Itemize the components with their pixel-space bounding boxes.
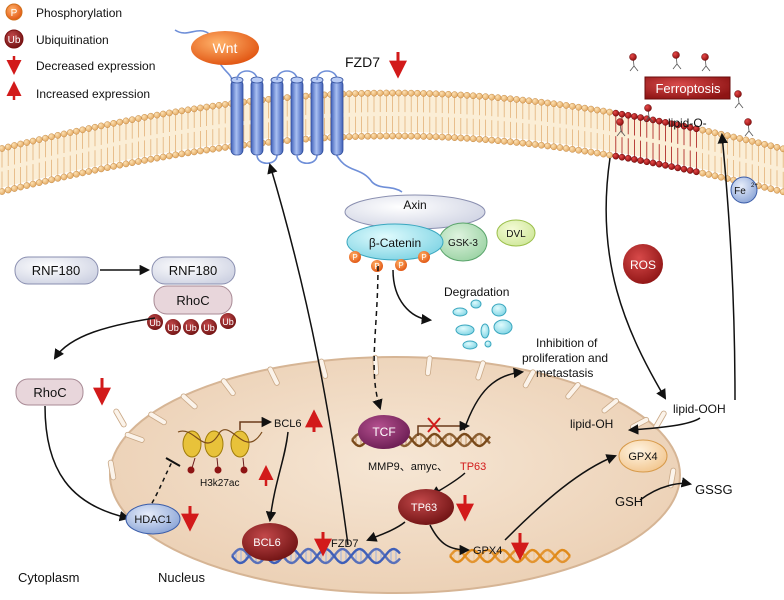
ubiquitin-icon	[4, 29, 24, 49]
fzd7-to-receptor-arrow	[267, 162, 349, 546]
gpx4-label: GPX4	[628, 451, 657, 463]
legend-ubiquitination: Ubiquitination	[36, 33, 109, 47]
inhibition-line-2: proliferation and	[522, 351, 608, 365]
iron-charge: 2+	[751, 183, 758, 189]
axin-label: Axin	[403, 198, 426, 212]
membrane-to-lipid-ooh-arrow	[605, 157, 667, 400]
tcf-label: TCF	[372, 425, 395, 439]
gsk3-label: GSK-3	[448, 238, 478, 249]
beta-catenin-protein	[346, 223, 444, 261]
cytoplasm-label: Cytoplasm	[18, 570, 79, 585]
gpx4-gene-label: GPX4	[473, 545, 502, 557]
dvl-protein	[496, 219, 536, 247]
tcf-protein	[358, 415, 410, 449]
tcf-target-tp63-label: TP63	[460, 461, 486, 473]
gsh-to-gssg-arrow	[639, 477, 693, 501]
svg-text:P: P	[374, 262, 379, 271]
degradation-fragments	[452, 299, 513, 350]
lipid-ooh-to-lipid-oh-arrow	[627, 417, 701, 435]
wnt-ligand	[191, 31, 259, 65]
legend: P Phosphorylation Ub Ubiquitination Decr…	[4, 3, 155, 101]
fzd7-label: FZD7	[345, 54, 380, 70]
svg-text:P: P	[421, 253, 426, 262]
phosphate-groups: P P P P	[349, 251, 430, 272]
lipid-oh-label: lipid-OH	[570, 417, 613, 431]
tp63-protein	[398, 489, 454, 525]
lipid-ooh-label: lipid-OOH	[673, 402, 726, 416]
phosphate-icon	[5, 3, 23, 21]
lipid-ooh-to-lipid-o-arrow	[717, 132, 736, 401]
fzd7-receptor	[174, 29, 403, 193]
inhibition-line-1: Inhibition of	[536, 336, 598, 350]
svg-text:Ub: Ub	[167, 323, 179, 333]
svg-text:Ub: Ub	[222, 317, 234, 327]
bcl6-protein-label: BCL6	[253, 537, 281, 549]
ubiquitin-chain: Ub Ub Ub Ub Ub	[147, 313, 236, 335]
bcl6-translation-arrow	[265, 431, 289, 523]
ferroptosis-box	[644, 76, 731, 100]
rhoc-release-arrow	[53, 317, 156, 360]
h3k27ac-label: H3k27ac	[200, 478, 239, 489]
gpx4-protein	[618, 439, 668, 473]
rhoc-ub-label: RhoC	[176, 293, 209, 308]
cell-membrane	[0, 89, 784, 196]
hdac1-protein	[125, 503, 181, 535]
iron-label: Fe	[734, 186, 746, 197]
lipid-o-label: lipid-O-	[668, 116, 707, 130]
degradation-label: Degradation	[444, 285, 509, 299]
rnf180-right	[151, 256, 236, 285]
gpx4-gene-to-protein-arrow	[504, 454, 617, 541]
beta-catenin-label: β-Catenin	[369, 236, 421, 250]
inhibition-arrow	[463, 367, 525, 431]
legend-decreased: Decreased expression	[36, 59, 155, 73]
legend-increased: Increased expression	[36, 87, 150, 101]
nucleosomes	[177, 429, 263, 474]
hdac1-label: HDAC1	[134, 514, 171, 526]
bcl6-gene-label: BCL6	[274, 418, 302, 430]
rhoc-to-hdac1-arrow	[44, 405, 131, 522]
ros-molecule	[623, 244, 663, 284]
tp63-to-gpx4-arrow	[429, 524, 471, 556]
rnf180-right-label: RNF180	[169, 263, 217, 278]
lipid-peroxide-icons	[616, 51, 754, 137]
svg-text:P: P	[352, 253, 357, 262]
tcf-targets-label: MMP9、amyc、	[368, 461, 448, 473]
svg-text:Ub: Ub	[203, 323, 215, 333]
tcf-promoter-arrow	[417, 420, 471, 436]
rnf180-left	[14, 256, 99, 285]
nucleus-label: Nucleus	[158, 570, 205, 585]
svg-text:Ub: Ub	[149, 318, 161, 328]
nucleus	[107, 354, 681, 594]
nuclear-pores	[107, 354, 677, 489]
rnf180-left-label: RNF180	[32, 263, 80, 278]
wnt-label: Wnt	[213, 40, 238, 56]
beta-catenin-to-tcf-arrow	[372, 265, 383, 411]
degradation-arrow	[392, 269, 433, 325]
gssg-label: GSSG	[695, 482, 733, 497]
phosphate-icon-label: P	[11, 8, 18, 19]
tp63-to-fzd7-arrow	[366, 521, 406, 542]
iron-ion	[730, 176, 758, 204]
legend-phosphorylation: Phosphorylation	[36, 6, 122, 20]
ferroptosis-label: Ferroptosis	[655, 81, 721, 96]
gsh-label: GSH	[615, 494, 643, 509]
inhibition-line-3: metastasis	[536, 366, 593, 380]
tp63-label: TP63	[411, 502, 437, 514]
fzd7-gene-label: FZD7	[331, 538, 359, 550]
rhoc-label: RhoC	[33, 385, 66, 400]
bcl6-protein	[242, 523, 298, 561]
ros-label: ROS	[630, 258, 656, 272]
bcl6-promoter-arrow	[239, 416, 273, 430]
svg-text:P: P	[398, 261, 403, 270]
dvl-label: DVL	[506, 229, 526, 240]
svg-text:Ub: Ub	[185, 323, 197, 333]
hdac1-inhibition-line	[147, 461, 173, 511]
hdac1-inhibition-bar	[165, 457, 181, 467]
rhoc-protein	[15, 378, 84, 406]
rhoc-ubiquitinated	[153, 285, 233, 315]
ubiquitin-icon-label: Ub	[8, 35, 21, 46]
